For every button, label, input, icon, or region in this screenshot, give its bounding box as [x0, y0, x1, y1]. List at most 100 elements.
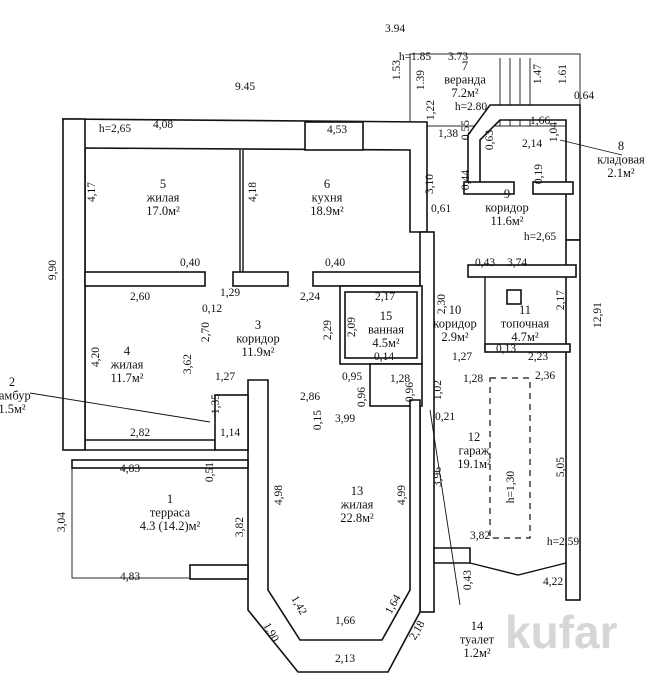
exterior-wall-east: [565, 239, 581, 601]
dimension-label: 4,20: [90, 347, 102, 367]
room-14-num: 14: [471, 619, 484, 633]
room-6-num: 6: [324, 177, 330, 191]
dimension-label: 3,99: [335, 413, 355, 425]
bay-wall: [247, 379, 421, 673]
dimension-label: 2,17: [555, 290, 567, 310]
room-10-area: 2.9м²: [441, 330, 469, 344]
dimension-label: 2,13: [335, 653, 355, 665]
dimension-label: 9.45: [235, 81, 255, 93]
dimension-label: 0,96: [356, 387, 368, 407]
dimension-label: 0,14: [374, 351, 394, 363]
dimension-label: 0,63: [484, 130, 496, 150]
dimension-label: 2,82: [130, 427, 150, 439]
room-5-area: 17.0м²: [146, 204, 180, 218]
room-3-area: 11.9м²: [241, 345, 274, 359]
dimension-label: 1,29: [220, 287, 240, 299]
room-2-num: 2: [9, 375, 15, 389]
room-1-num: 1: [167, 492, 173, 506]
dimension-label: 0,44: [460, 170, 472, 190]
room-13-area: 22.8м²: [340, 511, 374, 525]
room-14-name: туалет: [460, 633, 495, 647]
dimension-label: 0.64: [574, 90, 594, 102]
room-13-name: жилая: [340, 498, 374, 512]
terrace-outline: [71, 467, 249, 579]
dimension-label: 1,38: [438, 128, 458, 140]
room-2-area: 1.5м²: [0, 402, 26, 416]
room-7-area: 7.2м²: [451, 86, 479, 100]
dimension-label: 0,19: [533, 164, 545, 184]
dimension-label: 4,18: [247, 182, 259, 202]
dimension-label: h=2,65: [524, 231, 557, 243]
dimension-label: 2,29: [322, 320, 334, 340]
dimension-label: h=2.80: [455, 101, 488, 113]
dimension-label: 3,96: [432, 467, 444, 487]
dimension-label: 0,95: [342, 371, 362, 383]
room-1-name: терраса: [150, 506, 191, 520]
dimension-label: 5,05: [555, 457, 567, 477]
dimension-label: 2,30: [436, 294, 448, 314]
room-4-name: жилая: [110, 358, 144, 372]
inspection-pit: [489, 377, 531, 539]
room-9-area: 11.6м²: [490, 214, 523, 228]
bathroom-interior: [344, 291, 418, 359]
dimension-label: 0,40: [325, 257, 345, 269]
dimension-label: 1,28: [463, 373, 483, 385]
room-7-num: 7: [462, 59, 468, 73]
dimension-label: 2,36: [535, 370, 555, 382]
dimension-label: 1,14: [220, 427, 240, 439]
room-1-area: 4.3 (14.2)м²: [140, 519, 201, 533]
wall-partition: [232, 271, 289, 287]
wall-partition: [84, 271, 206, 287]
room-15-name: ванная: [368, 323, 404, 337]
room-13-num: 13: [351, 484, 364, 498]
dimension-label: 2,24: [300, 291, 320, 303]
storage-wall: [463, 181, 515, 195]
room-15-area: 4.5м²: [372, 336, 400, 350]
room-9-num: 9: [504, 187, 510, 201]
dimension-label: 3.73: [448, 51, 468, 63]
room-8-area: 2.1м²: [607, 166, 635, 180]
wall-partition: [312, 271, 421, 287]
room-3-num: 3: [255, 318, 261, 332]
dimension-label: 0,15: [312, 410, 324, 430]
room-12-num: 12: [468, 430, 481, 444]
dimension-label: 1,02: [432, 380, 444, 400]
dimension-label: 1,27: [452, 351, 472, 363]
dimension-label: 0,96: [404, 382, 416, 402]
dimension-label: 4,99: [396, 485, 408, 505]
room-3-name: коридор: [236, 332, 280, 346]
dimension-label: 3,62: [182, 354, 194, 374]
storage-wall: [532, 181, 574, 195]
dimension-label: 2,86: [300, 391, 320, 403]
dimension-label: 12,91: [592, 302, 604, 328]
dimension-label: 3,82: [234, 517, 246, 537]
wall-boiler-south: [484, 343, 571, 353]
room-5-num: 5: [160, 177, 166, 191]
dimension-label: 1.53: [391, 60, 403, 80]
dimension-label: 4,98: [273, 485, 285, 505]
dimension-label: 0,12: [202, 303, 222, 315]
room-5-name: жилая: [146, 191, 180, 205]
room-11-num: 11: [519, 303, 531, 317]
room-12-name: гараж: [458, 444, 489, 458]
terrace-step: [189, 564, 249, 580]
dimension-label: 9,90: [47, 260, 59, 280]
leader-line: [429, 409, 461, 606]
dimension-label: 1,22: [425, 100, 437, 120]
room-11-name: топочная: [501, 317, 550, 331]
dimension-label: 3,10: [424, 174, 436, 194]
room-9-name: коридор: [485, 201, 529, 215]
wall-boiler: [467, 264, 577, 278]
dimension-label: 2,70: [200, 322, 212, 342]
room-14-area: 1.2м²: [463, 646, 491, 660]
dimension-label: 0,40: [180, 257, 200, 269]
dimension-label: h=1,30: [505, 471, 517, 504]
storage-walls: [467, 104, 581, 241]
dimension-label: 4,83: [120, 571, 140, 583]
walls: [29, 53, 623, 673]
dimension-label: 4,53: [327, 124, 347, 136]
dimension-label: 3,74: [507, 257, 527, 269]
dimension-label: h=2,65: [99, 123, 132, 135]
